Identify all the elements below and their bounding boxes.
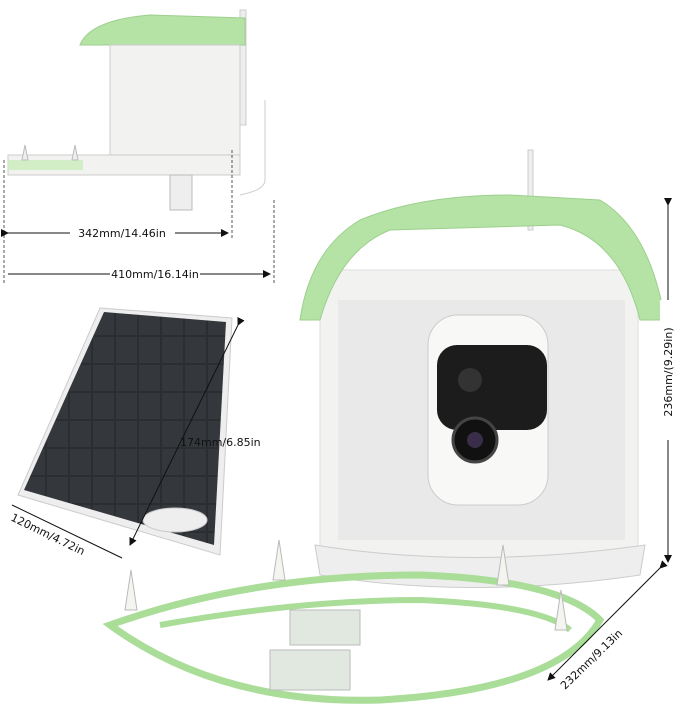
panel-width-line xyxy=(11,504,123,559)
dimension-410mm: 410mm/16.14in xyxy=(111,268,199,281)
dimension-174mm: 174mm/6.85in xyxy=(180,436,261,449)
bird-feeder xyxy=(102,149,666,704)
feeder-depth-line xyxy=(547,560,668,681)
side-dimension-lines xyxy=(1,150,275,285)
dimension-120mm: 120mm/4.72in xyxy=(9,511,87,558)
dimension-342mm: 342mm/14.46in xyxy=(78,227,166,240)
side-view-feeder xyxy=(7,9,266,211)
solar-panel xyxy=(17,307,233,556)
dimension-236mm: 236mm/(9.29in) xyxy=(662,327,675,416)
panel-height-line xyxy=(129,316,245,546)
